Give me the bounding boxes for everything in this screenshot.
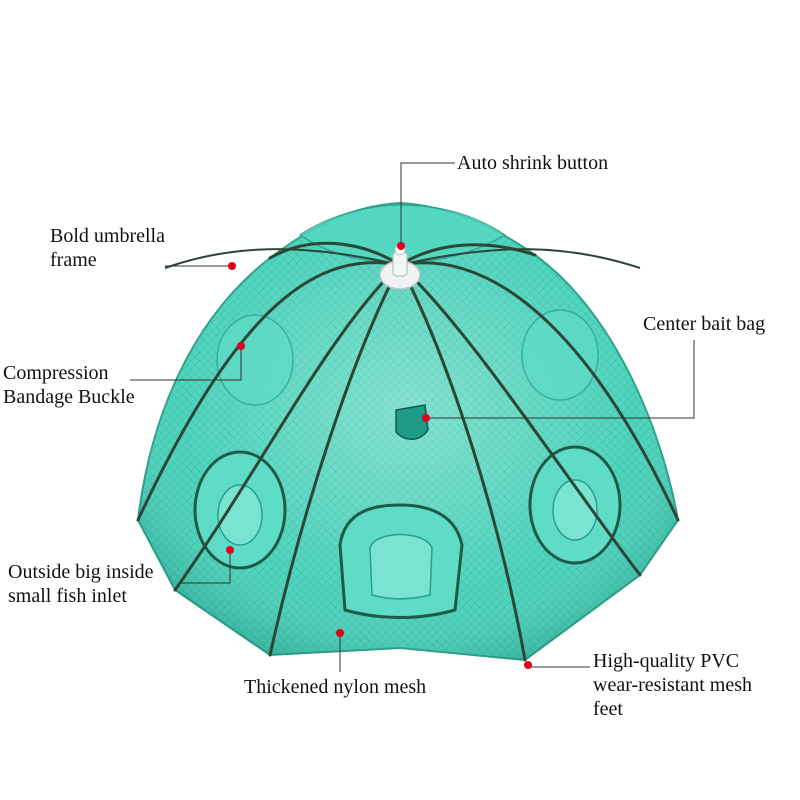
label-line: Center bait bag [643,313,766,335]
label-auto-shrink-button: Auto shrink button [457,151,608,175]
label-nylon-mesh: Thickened nylon mesh [244,675,426,699]
label-line: feet [593,698,623,720]
fish-inlet [338,503,464,619]
bait-bag [395,404,429,440]
label-line: Thickened nylon mesh [244,676,427,698]
label-line: frame [50,249,97,271]
label-line: Bold umbrella [50,225,165,247]
callout-markers [226,242,532,669]
marker-dot [228,262,236,270]
marker-dot [237,342,245,350]
label-line: Auto shrink button [457,152,609,174]
top-cap [298,204,507,263]
fish-inlet [216,314,294,406]
marker-dot [226,546,234,554]
label-line: High-quality PVC [593,650,740,672]
fish-inlet [193,450,287,570]
fish-inlet [528,445,622,565]
label-pvc-feet: High-quality PVC wear-resistant mesh fee… [593,649,752,721]
label-compression-buckle: Compression Bandage Buckle [3,361,135,409]
shrink-button [379,244,421,290]
label-line: Bandage Buckle [3,386,135,408]
label-line: small fish inlet [8,585,127,607]
label-center-bait-bag: Center bait bag [643,312,765,336]
marker-dot [397,242,405,250]
fish-inlet [521,309,599,401]
label-line: wear-resistant mesh [593,674,752,696]
label-line: Outside big inside [8,561,154,583]
label-fish-inlet: Outside big inside small fish inlet [8,560,154,608]
label-line: Compression [3,362,109,384]
marker-dot [422,414,430,422]
marker-dot [336,629,344,637]
label-bold-umbrella-frame: Bold umbrella frame [50,224,165,272]
marker-dot [524,661,532,669]
umbrella-frame [136,241,680,662]
